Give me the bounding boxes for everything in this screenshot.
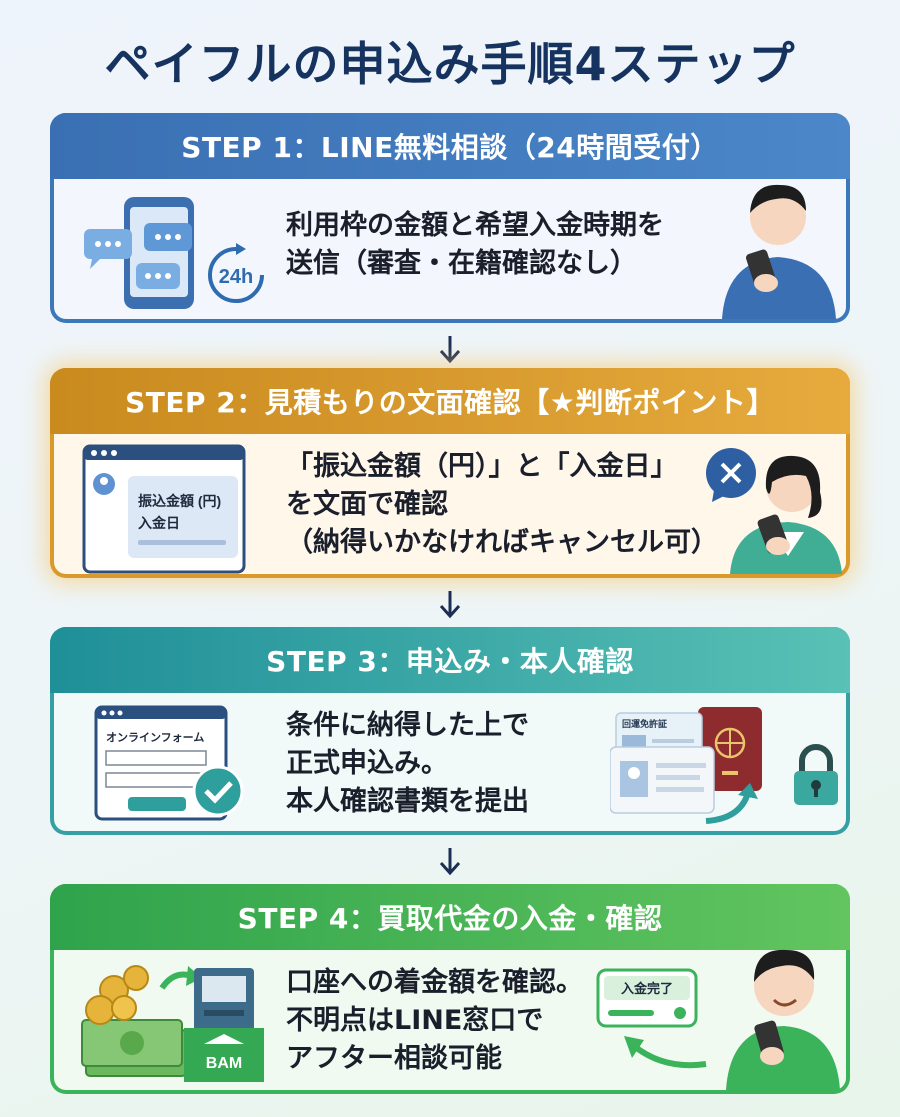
step-2-line-2: を文面で確認 <box>286 489 448 520</box>
step-2: STEP 2：見積もりの文面確認【★判断ポイント】 振込金額 (円) 入金日 「… <box>50 368 850 578</box>
step-3-line-2: 正式申込み。 <box>286 748 448 779</box>
clock-label: 24h <box>219 266 253 288</box>
step-2-header: STEP 2：見積もりの文面確認【★判断ポイント】 <box>50 368 850 434</box>
step-3-header: STEP 3：申込み・本人確認 <box>50 627 850 693</box>
bank-label: BAM <box>206 1055 242 1072</box>
step-4-line-3: アフター相談可能 <box>286 1043 502 1074</box>
person-phone-icon <box>730 455 842 574</box>
step-4-body: BAM 口座への着金額を確認。 不明点はLINE窓口で アフター相談可能 入金完… <box>54 949 846 1090</box>
step-2-text: 「振込金額（円）」と「入金日」 を文面で確認 （納得いかなければキャンセル可） <box>286 448 718 562</box>
step-1-text: 利用枠の金額と希望入金時期を 送信（審査・在籍確認なし） <box>286 207 664 283</box>
form-check-icon: オンラインフォーム <box>94 705 244 821</box>
step-4-text: 口座への着金額を確認。 不明点はLINE窓口で アフター相談可能 <box>286 964 583 1078</box>
page-title: ペイフルの申込み手順4ステップ <box>104 37 796 91</box>
step-4-header: STEP 4：買取代金の入金・確認 <box>50 884 850 950</box>
license-label: 回運免許証 <box>622 718 667 729</box>
step-1-body: 24h 利用枠の金額と希望入金時期を 送信（審査・在籍確認なし） <box>54 179 846 319</box>
clock-24h-icon: 24h <box>208 243 264 303</box>
step-1-line-1: 利用枠の金額と希望入金時期を <box>286 210 664 241</box>
step-4-line-2: 不明点はLINE窓口で <box>286 1005 544 1036</box>
lock-icon <box>794 744 838 805</box>
deposit-card-icon: 入金完了 <box>596 968 707 1069</box>
money-icon <box>81 965 187 1077</box>
down-arrow-icon <box>439 336 461 364</box>
done-label: 入金完了 <box>621 981 673 996</box>
phone-chat-icon <box>84 197 194 309</box>
atm-icon: BAM <box>159 966 264 1082</box>
step-1-line-2: 送信（審査・在籍確認なし） <box>286 248 637 279</box>
step-3-body: オンラインフォーム 条件に納得した上で 正式申込み。 本人確認書類を提出 回運免… <box>54 693 846 831</box>
form-label: オンラインフォーム <box>106 731 204 744</box>
down-arrow-icon <box>439 848 461 876</box>
card-line-1: 振込金額 (円) <box>138 493 221 509</box>
step-3-text: 条件に納得した上で 正式申込み。 本人確認書類を提出 <box>286 707 529 821</box>
document-card-icon: 振込金額 (円) 入金日 <box>82 444 246 574</box>
id-documents-icon: 回運免許証 <box>610 707 762 824</box>
down-arrow-icon <box>439 591 461 619</box>
step-2-line-3: （納得いかなければキャンセル可） <box>286 527 718 558</box>
step-4: STEP 4：買取代金の入金・確認 BAM 口座への着金額を確認。 不明点はLI… <box>50 884 850 1094</box>
person-phone-icon <box>722 184 836 319</box>
step-3-line-3: 本人確認書類を提出 <box>286 786 529 817</box>
step-3-line-1: 条件に納得した上で <box>286 710 529 741</box>
person-phone-icon <box>726 949 840 1090</box>
step-1: STEP 1：LINE無料相談（24時間受付） 24h 利用枠の金額と希望入金時… <box>50 113 850 323</box>
step-2-line-1: 「振込金額（円）」と「入金日」 <box>286 451 678 482</box>
step-4-line-1: 口座への着金額を確認。 <box>286 967 583 998</box>
step-2-body: 振込金額 (円) 入金日 「振込金額（円）」と「入金日」 を文面で確認 （納得い… <box>54 434 846 574</box>
card-line-2: 入金日 <box>138 515 180 531</box>
cancel-bubble-icon <box>706 448 756 502</box>
step-3: STEP 3：申込み・本人確認 オンラインフォーム 条件に納得した上で 正式申込… <box>50 627 850 835</box>
step-1-header: STEP 1：LINE無料相談（24時間受付） <box>50 113 850 179</box>
